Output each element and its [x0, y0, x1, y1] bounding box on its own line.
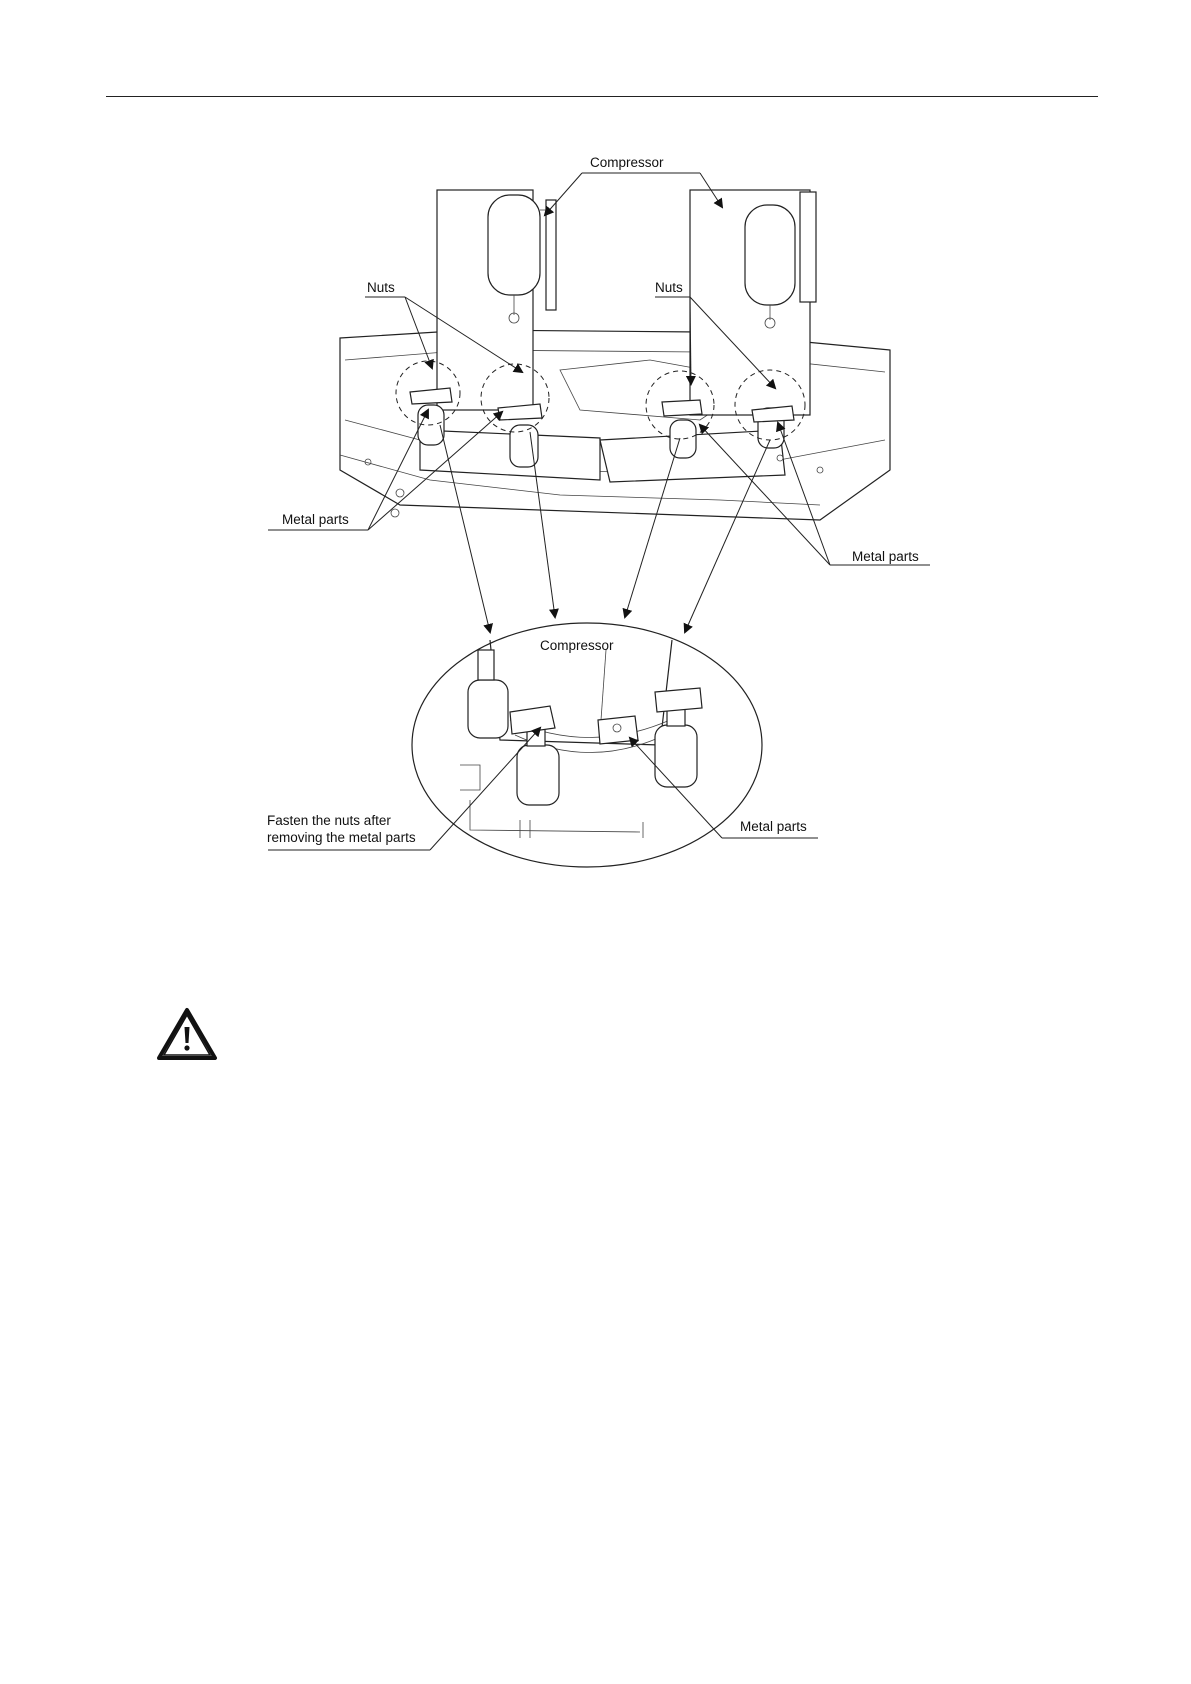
- label-compressor-top: Compressor: [590, 155, 664, 170]
- label-metal-parts-left: Metal parts: [282, 512, 349, 527]
- label-fasten-line2: removing the metal parts: [267, 830, 416, 845]
- label-metal-parts-right: Metal parts: [852, 549, 919, 564]
- label-compressor-detail: Compressor: [540, 638, 614, 653]
- right-compressor: [690, 190, 816, 415]
- warning-triangle-icon: [156, 1007, 218, 1061]
- label-metal-parts-detail: Metal parts: [740, 819, 807, 834]
- detail-view: [412, 623, 762, 867]
- label-fasten-line1: Fasten the nuts after: [267, 813, 391, 828]
- label-nuts-left: Nuts: [367, 280, 395, 295]
- label-nuts-right: Nuts: [655, 280, 683, 295]
